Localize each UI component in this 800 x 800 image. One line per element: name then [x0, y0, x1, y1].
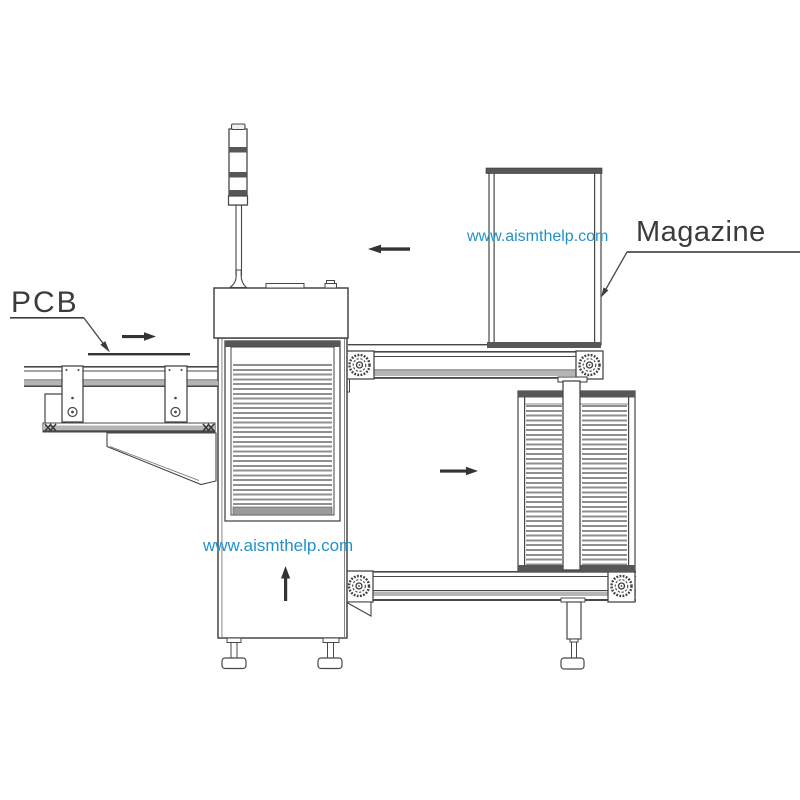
lower-rail	[343, 570, 636, 617]
conveyor-bracket-left	[61, 365, 84, 423]
magazine-label: Magazine	[636, 216, 766, 248]
magazine-top	[485, 167, 603, 348]
upper-rail-gear-left-icon	[348, 353, 371, 377]
arrow-left-icon	[368, 244, 410, 254]
lower-rail-gear-left-icon	[347, 574, 371, 598]
conveyor-chute	[106, 432, 217, 486]
watermark-top: www.aismthelp.com	[467, 228, 609, 245]
magazine-callout	[601, 251, 800, 298]
machine-top-box	[213, 280, 349, 339]
conveyor-screw-right-icon	[202, 423, 215, 432]
pcb-label: PCB	[11, 286, 79, 319]
conveyor-screw-left-icon	[44, 423, 57, 432]
lower-rail-foot	[560, 597, 586, 670]
machine-foot-left	[221, 637, 247, 670]
machine-foot-right	[317, 637, 343, 670]
arrow-up-lift-icon	[281, 566, 291, 601]
lower-rail-gear-right-icon	[610, 574, 633, 598]
magazine-divider-post	[557, 376, 588, 571]
magazine-slot-stack-left	[526, 405, 563, 565]
upper-rail-gear-right-icon	[578, 353, 601, 377]
magazine-slot-stack-right	[582, 405, 627, 565]
signal-tower-light	[227, 123, 249, 289]
arrow-right-transfer-icon	[440, 466, 478, 476]
conveyor-bracket-right	[164, 365, 188, 423]
pcb-board-line	[88, 353, 190, 356]
machine-louver-vents	[233, 364, 332, 507]
watermark-bottom: www.aismthelp.com	[203, 536, 354, 555]
left-conveyor	[24, 366, 218, 433]
pcb-callout	[10, 317, 190, 356]
arrow-right-pcb-icon	[122, 332, 156, 341]
